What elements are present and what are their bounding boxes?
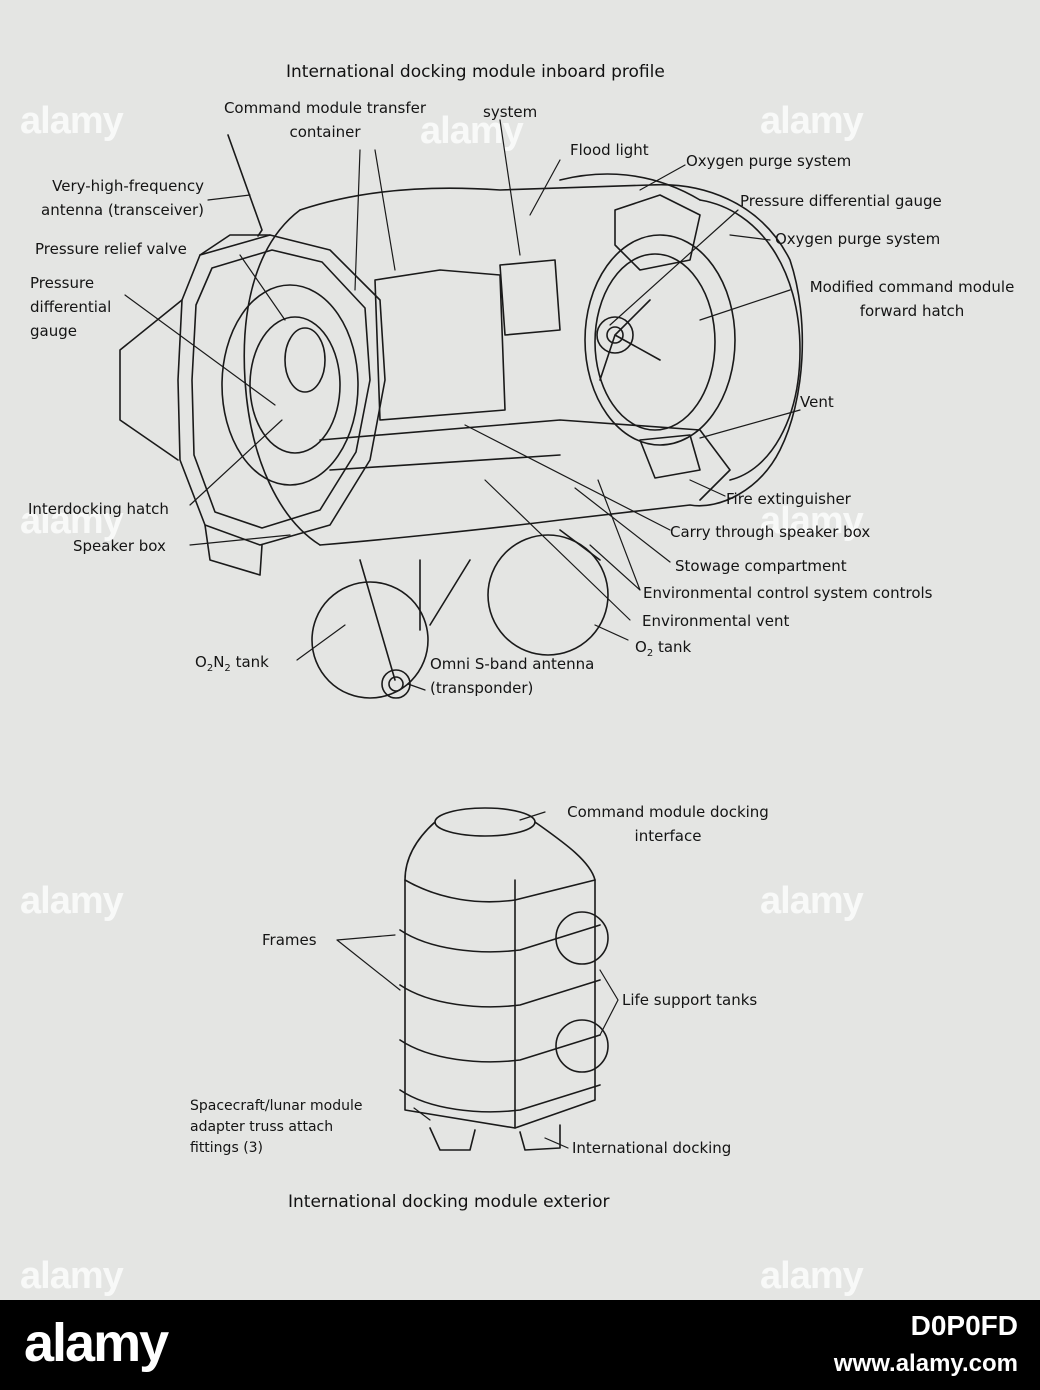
label-modified-cm-forward-hatch: Modified command module forward hatch (809, 278, 1015, 320)
label-carry-through-speaker-box: Carry through speaker box (670, 523, 871, 541)
watermark: alamy (20, 100, 124, 142)
label-omni-s-band-antenna: Omni S-band antenna (transponder) (430, 655, 595, 697)
label-interdocking-hatch: Interdocking hatch (28, 500, 169, 518)
label-speaker-box: Speaker box (73, 537, 166, 555)
label-pressure-relief-valve: Pressure relief valve (35, 240, 187, 258)
inboard-profile-title: International docking module inboard pro… (286, 62, 665, 82)
inboard-profile-drawing (119, 134, 804, 699)
stock-footer-bar: alamy D0P0FD www.alamy.com (0, 1300, 1040, 1390)
watermark: alamy (20, 1255, 124, 1297)
label-environmental-vent: Environmental vent (642, 612, 790, 630)
label-system: system (483, 103, 538, 121)
label-adapter-truss-fittings: Spacecraft/lunar module adapter truss at… (190, 1098, 363, 1156)
label-o2n2-tank: O2N2 tank (195, 653, 269, 674)
watermark: alamy (20, 500, 124, 542)
image-id: D0P0FD (910, 1310, 1018, 1341)
label-oxygen-purge-system-1: Oxygen purge system (686, 152, 852, 170)
site-url: www.alamy.com (833, 1350, 1018, 1377)
inboard-leader-lines (124, 119, 801, 691)
docking-module-illustration (119, 119, 804, 1151)
exterior-title: International docking module exterior (288, 1192, 610, 1212)
label-cm-transfer-container: Command module transfer container (223, 99, 427, 141)
label-pressure-differential-gauge-right: Pressure differential gauge (740, 192, 942, 210)
watermark: alamy (760, 880, 864, 922)
label-life-support-tanks: Life support tanks (622, 991, 758, 1009)
label-oxygen-purge-system-2: Oxygen purge system (775, 230, 941, 248)
exterior-drawing (399, 807, 609, 1151)
label-flood-light: Flood light (570, 141, 649, 159)
watermark: alamy (420, 110, 524, 152)
watermark: alamy (760, 1255, 864, 1297)
exterior-leader-lines (336, 811, 619, 1149)
label-vent: Vent (800, 393, 834, 411)
label-pressure-differential-gauge-left: Pressure differential gauge (30, 274, 112, 340)
label-o2-tank: O2 tank (635, 638, 692, 659)
label-cm-docking-interface: Command module docking interface (567, 803, 769, 845)
label-ecs-controls: Environmental control system controls (643, 584, 933, 602)
alamy-logo: alamy (24, 1313, 169, 1373)
watermark: alamy (20, 880, 124, 922)
label-frames: Frames (262, 931, 317, 949)
label-stowage-compartment: Stowage compartment (675, 557, 847, 575)
label-international-docking: International docking (572, 1139, 732, 1157)
label-vhf-antenna: Very-high-frequency antenna (transceiver… (41, 177, 204, 219)
watermark: alamy (760, 500, 864, 542)
label-fire-extinguisher: Fire extinguisher (726, 490, 851, 508)
watermark: alamy (760, 100, 864, 142)
